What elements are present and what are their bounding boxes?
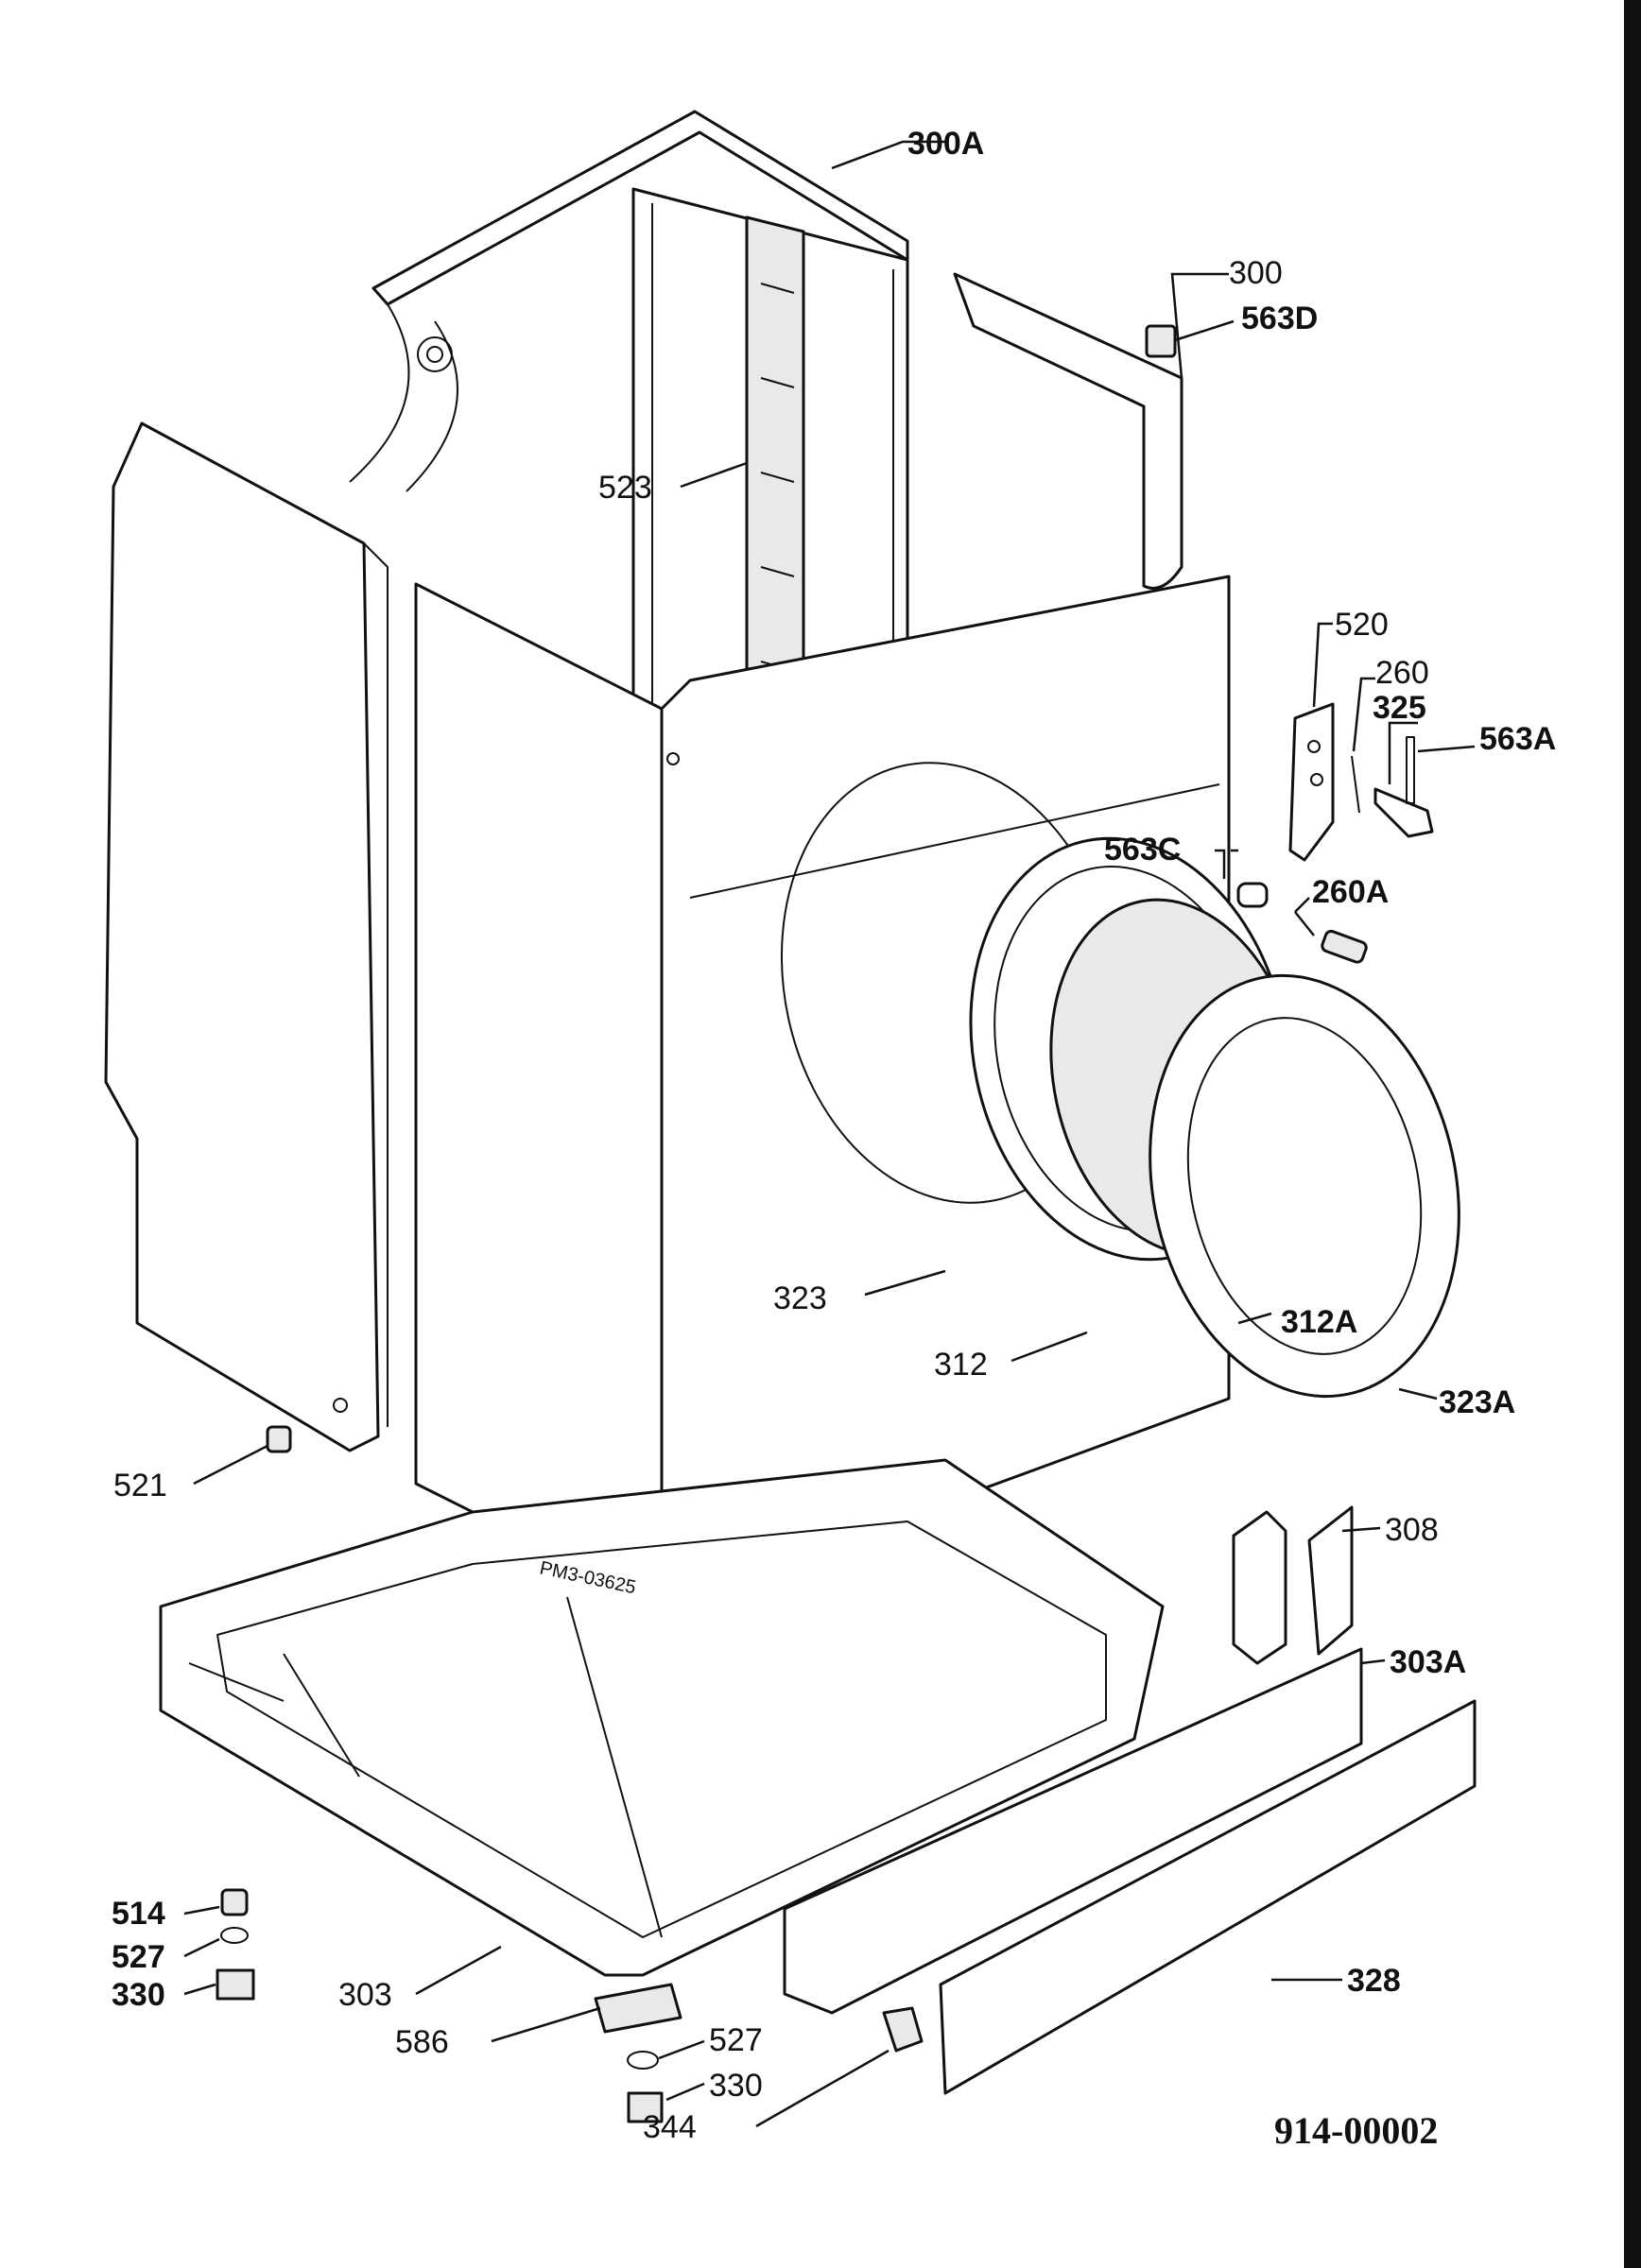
label-586: 586 xyxy=(395,2024,449,2060)
clip-344 xyxy=(882,2006,924,2053)
washer-527b xyxy=(627,2051,659,2070)
label-527-right: 527 xyxy=(709,2022,763,2058)
screw-521 xyxy=(266,1425,292,1453)
door-assembly xyxy=(969,836,1460,1399)
base-assembly: PM3-03625 xyxy=(159,1425,1477,2123)
label-523: 523 xyxy=(598,470,652,506)
label-312A: 312A xyxy=(1281,1304,1357,1340)
lever-325 xyxy=(1373,787,1434,838)
cabinet-assembly xyxy=(104,110,1231,1608)
label-300A: 300A xyxy=(907,126,984,162)
label-563A: 563A xyxy=(1479,721,1556,757)
foot-330b xyxy=(627,2091,664,2123)
label-300: 300 xyxy=(1229,255,1283,291)
label-308: 308 xyxy=(1385,1512,1439,1548)
label-330-right: 330 xyxy=(709,2068,763,2104)
label-527-left: 527 xyxy=(112,1939,165,1975)
page-edge-bar xyxy=(1624,0,1641,2268)
label-521: 521 xyxy=(113,1468,167,1503)
label-303A: 303A xyxy=(1390,1644,1466,1680)
bushing-563C xyxy=(1236,882,1269,908)
front-panel xyxy=(414,582,664,1608)
foot-330a xyxy=(216,1968,255,2001)
label-330-left: 330 xyxy=(112,1977,165,2013)
top-frame-300A xyxy=(371,110,909,306)
screw-260A xyxy=(1321,929,1368,964)
foot-514 xyxy=(220,1888,249,1916)
left-side-panel xyxy=(104,421,380,1452)
cover-strip-328 xyxy=(939,1699,1477,2095)
pin-563A xyxy=(1406,736,1415,804)
bracket-586 xyxy=(594,1983,682,2034)
document-number: 914-00002 xyxy=(1274,2109,1438,2152)
label-328: 328 xyxy=(1347,1963,1401,1999)
kick-plate-303A xyxy=(783,1647,1363,2015)
base-frame-303 xyxy=(159,1458,1165,1977)
label-563C: 563C xyxy=(1104,832,1181,868)
label-514: 514 xyxy=(112,1896,165,1932)
clip-563D xyxy=(1145,324,1177,358)
label-260: 260 xyxy=(1375,655,1429,691)
spring-260 xyxy=(1351,755,1360,814)
label-312: 312 xyxy=(934,1347,988,1383)
label-303: 303 xyxy=(338,1977,392,2013)
label-260A: 260A xyxy=(1312,874,1389,910)
label-520: 520 xyxy=(1335,607,1389,643)
hinge-308 xyxy=(1232,1510,1287,1665)
label-325: 325 xyxy=(1373,690,1426,726)
right-top-rail-300 xyxy=(953,272,1183,590)
label-563D: 563D xyxy=(1241,301,1318,336)
label-323A: 323A xyxy=(1439,1384,1515,1420)
hinge-parts xyxy=(1145,324,1434,964)
label-323: 323 xyxy=(773,1280,827,1316)
callout-labels: 300A 300 563D 523 520 260 325 563A 563C … xyxy=(112,126,1556,2152)
leader-lines xyxy=(183,140,1476,2128)
washer-527a xyxy=(220,1927,249,1944)
door-seal-312A xyxy=(1186,1017,1423,1355)
label-344: 344 xyxy=(643,2109,697,2145)
